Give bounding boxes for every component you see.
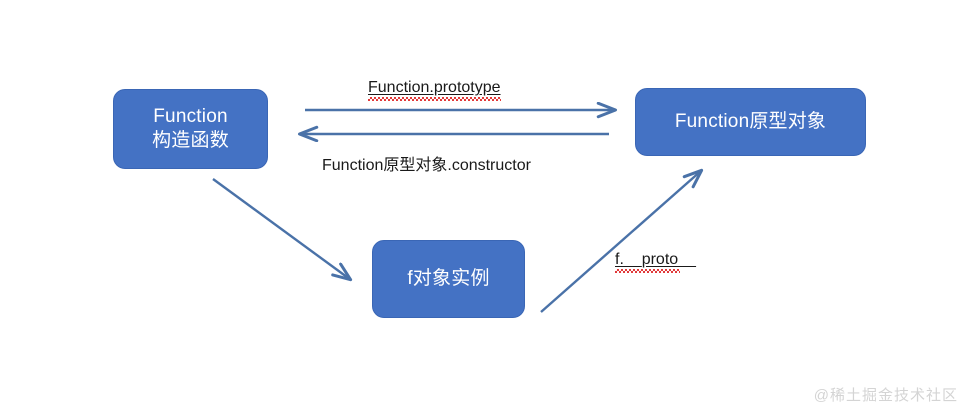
watermark: @稀土掘金技术社区 bbox=[813, 387, 958, 404]
edge-label-prototype-text: Function.prototype bbox=[368, 79, 501, 96]
edge-label-prototype: Function.prototype bbox=[368, 79, 501, 97]
node-function-constructor-line2: 构造函数 bbox=[152, 130, 229, 151]
node-function-prototype-label: Function原型对象 bbox=[674, 110, 827, 132]
edge-label-constructor-text: Function原型对象.constructor bbox=[322, 157, 531, 174]
node-function-prototype[interactable]: Function原型对象 bbox=[635, 88, 866, 156]
edge-label-proto: f.__proto__ bbox=[615, 251, 696, 269]
edge-label-proto-text: f.__proto__ bbox=[615, 251, 696, 268]
arrow-instantiation bbox=[212, 178, 351, 280]
edge-label-constructor: Function原型对象.constructor bbox=[322, 151, 531, 175]
node-function-constructor-line1: Function bbox=[153, 105, 228, 127]
node-function-constructor[interactable]: Function 构造函数 bbox=[113, 89, 268, 169]
arrow-proto bbox=[540, 170, 702, 313]
node-f-instance[interactable]: f对象实例 bbox=[372, 240, 525, 318]
node-f-instance-label: f对象实例 bbox=[407, 267, 490, 289]
